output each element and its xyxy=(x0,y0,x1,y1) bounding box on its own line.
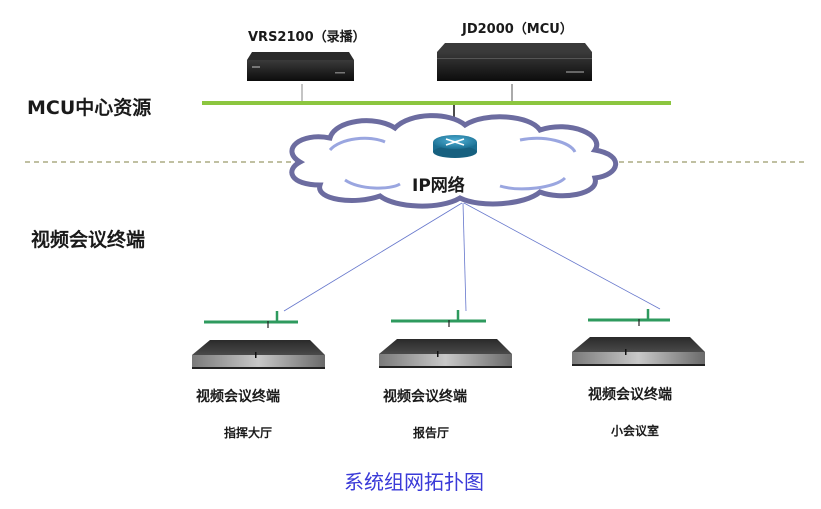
layer-label-terminals: 视频会议终端 xyxy=(31,229,146,251)
diagram-caption: 系统组网拓扑图 xyxy=(344,470,484,494)
link-line-2 xyxy=(462,202,467,312)
terminal-device-3 xyxy=(572,309,705,366)
cloud-icon xyxy=(289,113,619,209)
room-label-3: 小会议室 xyxy=(611,424,660,438)
terminal-label-1: 视频会议终端 xyxy=(196,389,280,405)
terminal-label-2: 视频会议终端 xyxy=(383,389,467,405)
device-label-mcu: JD2000（MCU） xyxy=(462,22,573,37)
room-label-1: 指挥大厅 xyxy=(224,426,273,440)
mcu-device-icon xyxy=(437,43,592,81)
terminal-device-2 xyxy=(379,310,512,368)
recorder-device-icon xyxy=(247,52,354,81)
network-label: IP网络 xyxy=(412,176,465,196)
link-line-1 xyxy=(283,202,463,312)
device-label-vrs: VRS2100（录播） xyxy=(248,30,366,45)
terminal-label-3: 视频会议终端 xyxy=(588,387,672,403)
terminal-device-1 xyxy=(192,311,325,369)
layer-label-mcu: MCU中心资源 xyxy=(27,97,152,119)
link-line-3 xyxy=(463,202,661,310)
room-label-2: 报告厅 xyxy=(413,426,450,440)
router-icon xyxy=(433,135,477,158)
